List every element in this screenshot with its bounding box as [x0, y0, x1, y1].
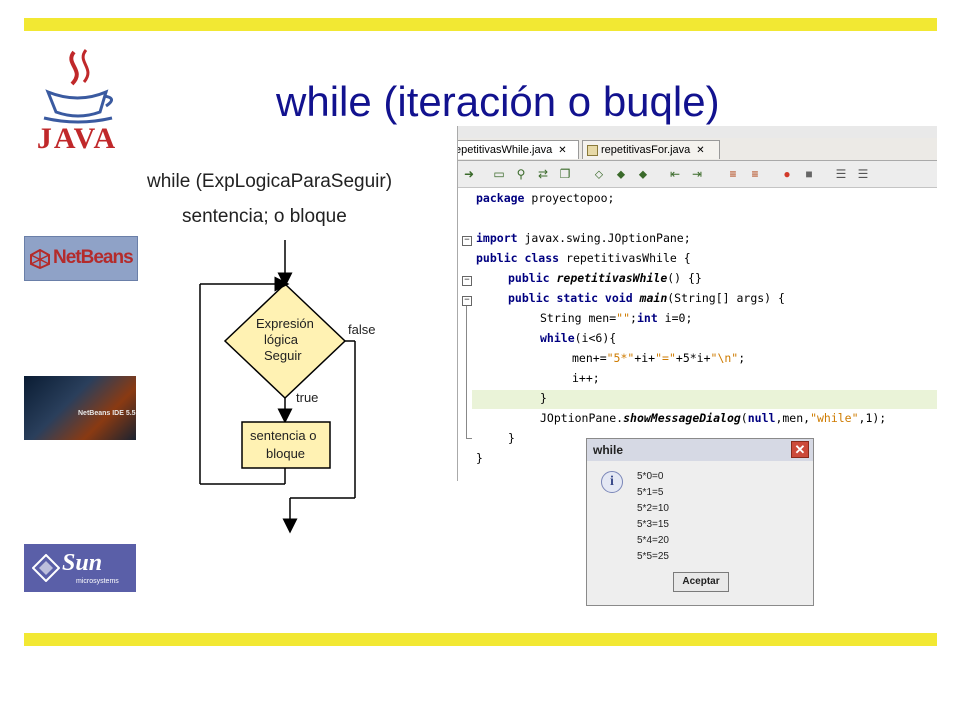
java-file-icon	[587, 144, 598, 156]
fold-toggle-icon[interactable]: −	[462, 296, 472, 306]
ok-button[interactable]: Aceptar	[673, 572, 729, 592]
netbeans-wordmark: NetBeans	[53, 247, 134, 268]
fold-guide	[466, 306, 467, 438]
syntax-line-1: while (ExpLogicaParaSeguir)	[147, 171, 393, 192]
while-flowchart: Expresión lógica Seguir false true sente…	[199, 240, 375, 534]
dialog-message-line: 5*1=5	[637, 487, 664, 498]
condition-text-1: Expresión	[256, 316, 314, 331]
body-box	[241, 421, 331, 469]
code-line-13: }	[476, 451, 483, 465]
code-editor: epetitivasWhile.java ✕ repetitivasFor.jav…	[457, 126, 937, 481]
dialog-message-line: 5*0=0	[637, 471, 664, 482]
sun-wordmark: Sun	[62, 550, 103, 576]
netbeans-ide-label: NetBeans IDE 5.5	[78, 410, 136, 417]
java-logo: JAVA	[34, 46, 120, 155]
comment-icon[interactable]: ≡	[729, 167, 737, 181]
sun-diamond-icon	[32, 554, 60, 582]
code-line-7: while(i<6){	[540, 331, 617, 345]
tab-label: repetitivasFor.java	[601, 144, 691, 156]
condition-text-3: Seguir	[264, 348, 302, 363]
code-line-1: package proyectopoo;	[476, 191, 615, 205]
bookmark-icon[interactable]: ⬦	[594, 167, 604, 181]
netbeans-ide-splash: NetBeans IDE 5.5	[24, 376, 136, 440]
tab-repetitivasfor[interactable]: repetitivasFor.java ✕	[582, 140, 720, 159]
close-icon[interactable]: ✕	[558, 145, 567, 156]
dialog-title: while	[593, 443, 624, 457]
editor-toolbar: ➜ ▭ ⚲ ⇄ ❐ ⬦ ⬥ ⬥ ⇤ ⇥ ≡ ≡ ● ■ ☰ ☰	[458, 161, 937, 188]
code-line-11: JOptionPane.showMessageDialog(null,men,"…	[540, 411, 887, 425]
code-line-2: import javax.swing.JOptionPane;	[476, 231, 691, 245]
code-area[interactable]: − − − package proyectopoo; import javax.…	[458, 188, 937, 481]
message-dialog: while ✕ i 5*0=0 5*1=5 5*2=10 5*3=15 5*4=…	[586, 438, 814, 606]
current-line-highlight	[472, 390, 937, 409]
dialog-message-line: 5*4=20	[637, 535, 669, 546]
body-text-1: sentencia o	[250, 428, 317, 443]
record-macro-icon[interactable]: ●	[783, 167, 791, 181]
prev-bookmark-icon[interactable]: ⬥	[616, 167, 626, 181]
info-icon: i	[601, 471, 623, 493]
uncomment-icon[interactable]: ≡	[751, 167, 759, 181]
condition-text-2: lógica	[264, 332, 299, 347]
dialog-message-line: 5*2=10	[637, 503, 669, 514]
code-line-4: public repetitivasWhile() {}	[508, 271, 702, 285]
shift-right-icon[interactable]: ⇥	[691, 167, 703, 181]
sun-subtitle: microsystems	[76, 578, 119, 585]
body-text-2: bloque	[266, 446, 305, 461]
search-icon[interactable]: ⚲	[516, 167, 526, 181]
netbeans-logo: NetBeans	[24, 236, 138, 281]
code-line-10: }	[540, 391, 547, 405]
find-icon[interactable]: ▭	[493, 167, 505, 181]
code-line-12: }	[508, 431, 515, 445]
code-line-3: public class repetitivasWhile {	[476, 251, 691, 265]
stop-macro-icon[interactable]: ■	[805, 167, 813, 181]
next-bookmark-icon[interactable]: ⬥	[638, 167, 648, 181]
shift-left-icon[interactable]: ⇤	[669, 167, 681, 181]
dialog-message-line: 5*3=15	[637, 519, 669, 530]
code-line-9: i++;	[572, 371, 600, 385]
fold-toggle-icon[interactable]: −	[462, 276, 472, 286]
top-accent-bar	[24, 18, 937, 31]
dialog-message-line: 5*5=25	[637, 551, 669, 562]
tab-repetitivaswhile[interactable]: epetitivasWhile.java ✕	[457, 140, 579, 159]
true-label: true	[296, 390, 318, 405]
netbeans-cube-icon	[30, 249, 50, 269]
fix-imports-icon[interactable]: ☰	[857, 167, 869, 181]
fold-guide-end	[466, 438, 472, 439]
tab-label: epetitivasWhile.java	[457, 144, 553, 156]
slide-title: while (iteración o buqle)	[276, 78, 720, 125]
close-icon[interactable]: ✕	[791, 441, 809, 458]
dialog-titlebar[interactable]: while ✕	[587, 439, 813, 461]
bottom-accent-bar	[24, 633, 937, 646]
java-wordmark: JAVA	[36, 122, 118, 155]
back-icon[interactable]: ➜	[463, 167, 475, 181]
sun-logo: Sun microsystems	[24, 544, 136, 592]
close-icon[interactable]: ✕	[696, 145, 705, 156]
code-line-8: men+="5*"+i+"="+5*i+"\n";	[572, 351, 746, 365]
editor-gutter	[458, 188, 472, 481]
code-line-5: public static void main(String[] args) {	[508, 291, 785, 305]
editor-tabs: epetitivasWhile.java ✕ repetitivasFor.jav…	[458, 138, 937, 161]
syntax-line-2: sentencia; o bloque	[182, 206, 347, 227]
copy-icon[interactable]: ❐	[559, 167, 571, 181]
false-label: false	[348, 322, 375, 337]
code-line-6: String men="";int i=0;	[540, 311, 693, 325]
fold-toggle-icon[interactable]: −	[462, 236, 472, 246]
replace-icon[interactable]: ⇄	[537, 167, 549, 181]
java-cup-icon	[43, 49, 113, 124]
format-icon[interactable]: ☰	[835, 167, 847, 181]
